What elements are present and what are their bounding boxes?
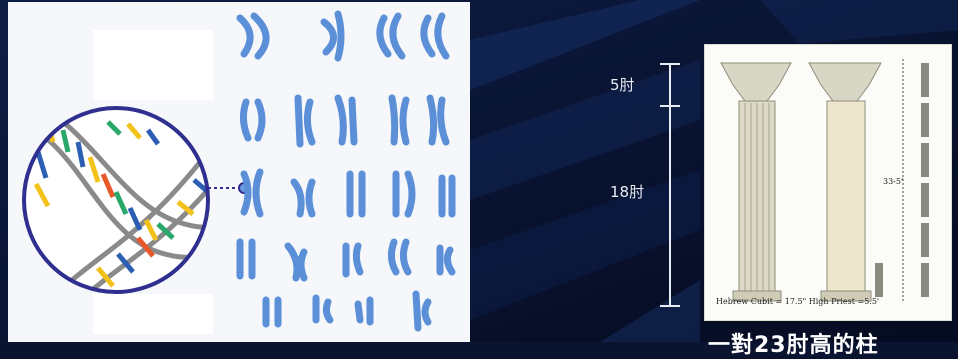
pillars-panel (704, 44, 952, 321)
measure-bracket (650, 60, 690, 310)
karyotype-illustration (8, 2, 470, 342)
bottom-caption: 一對23肘高的柱 (708, 327, 958, 359)
blank-box (93, 30, 213, 100)
blank-box (93, 294, 213, 334)
chromosomes (240, 14, 452, 328)
pillar-right (809, 63, 881, 301)
measure-main-label: 18肘 (610, 181, 644, 202)
pillar-height-label: 33-5' (883, 177, 903, 186)
dna-magnifier (18, 97, 258, 312)
pillar-caption: Hebrew Cubit = 17.5" High Priest =5.5' (716, 297, 944, 306)
karyotype-panel (8, 2, 470, 342)
pillars-illustration (705, 45, 951, 320)
pillar-left (721, 63, 791, 301)
measure-top-label: 5肘 (610, 74, 635, 95)
